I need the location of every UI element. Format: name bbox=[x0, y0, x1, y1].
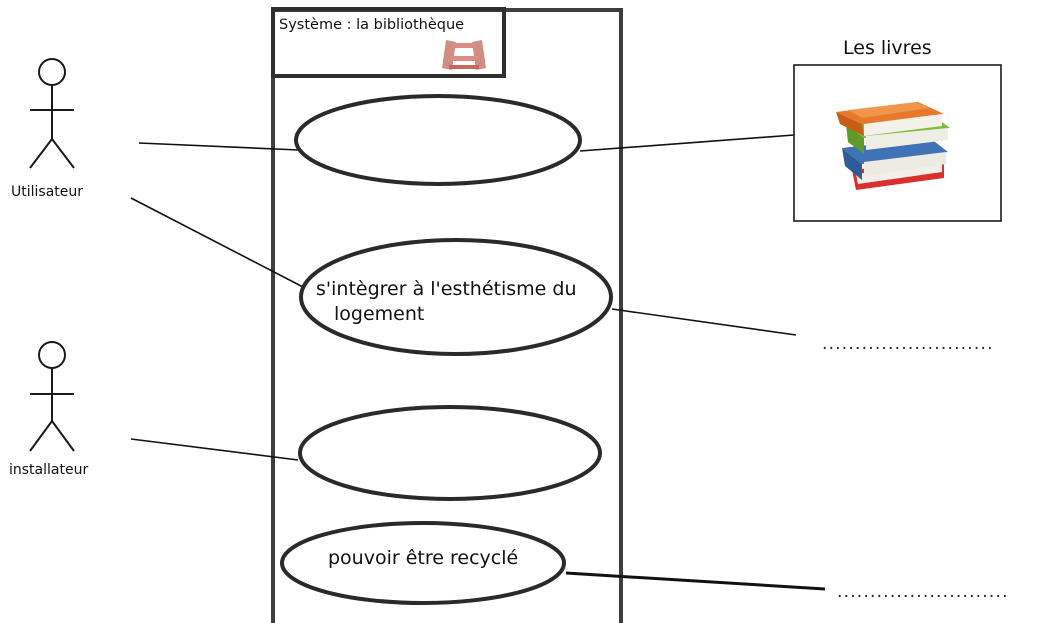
association-line bbox=[611, 308, 797, 336]
bookshelf-icon bbox=[442, 40, 486, 70]
use-case-3 bbox=[298, 405, 602, 501]
use-case-2-label-line1: s'intègrer à l'esthétisme du bbox=[316, 278, 577, 300]
use-cases bbox=[280, 94, 613, 605]
use-case-1 bbox=[294, 94, 582, 186]
association-line bbox=[130, 438, 299, 461]
placeholder-dots-2: .......................... bbox=[837, 582, 1009, 602]
actor-label-utilisateur: Utilisateur bbox=[11, 184, 84, 200]
placeholder-dots-1: .......................... bbox=[822, 334, 994, 354]
actor-utilisateur bbox=[29, 58, 75, 169]
actor-label-installateur: installateur bbox=[9, 462, 89, 478]
associations bbox=[130, 134, 797, 461]
use-case-4-label: pouvoir être recyclé bbox=[328, 547, 519, 569]
books-title: Les livres bbox=[843, 37, 932, 59]
use-case-4 bbox=[280, 521, 566, 605]
association-line bbox=[579, 134, 795, 152]
use-case-2 bbox=[299, 238, 613, 356]
book-stack-icon bbox=[836, 102, 950, 190]
system-title: Système : la bibliothèque bbox=[279, 17, 465, 33]
use-case-2-label-line2: logement bbox=[334, 303, 425, 325]
system-title-box bbox=[271, 7, 506, 78]
association-line bbox=[565, 571, 826, 591]
association-line bbox=[130, 197, 304, 288]
association-line bbox=[138, 142, 300, 151]
actor-installateur bbox=[29, 341, 75, 452]
